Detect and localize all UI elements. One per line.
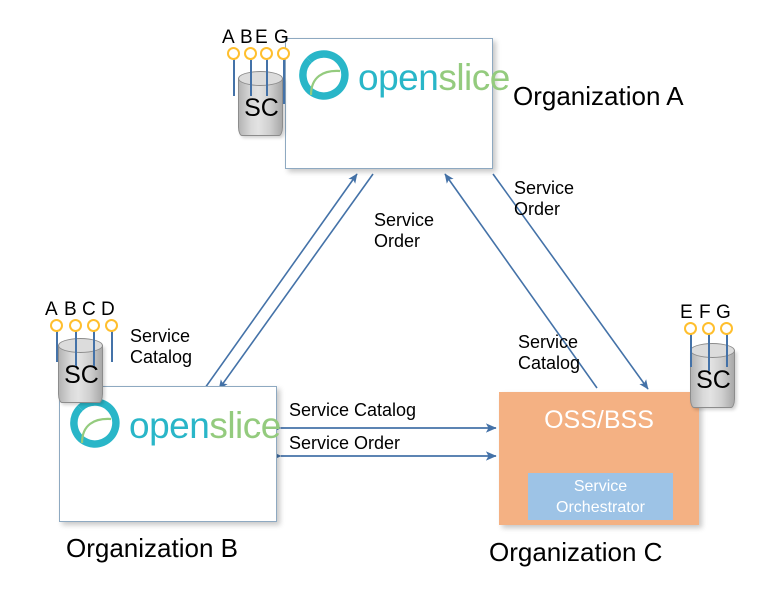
catalog-cylinder: SC [238,71,283,136]
spec-label-d: D [101,299,115,320]
openslice-word-slice: slice [209,405,281,446]
spec-label-e: E [255,27,268,48]
spec-label-b: B [240,27,253,48]
catalog-cylinder-label: SC [244,94,279,122]
spec-stem-g [283,52,285,104]
organization-c-label: Organization C [489,537,663,567]
connector-b-to-a-catalog [204,173,358,389]
cylinder-top-ellipse [58,338,103,353]
spec-label-f: F [699,302,711,323]
organization-a-label: Organization A [513,81,684,111]
spec-label-e: E [680,302,693,323]
org-b-catalog-caption-line1: Service [130,326,191,346]
spec-circle-a[interactable] [227,47,240,60]
spec-circle-g[interactable] [277,47,290,60]
spec-stem-a [233,52,235,96]
flow-label-line1: Service [514,178,575,198]
flow-label-bc-service-order: Service Order [289,433,401,453]
flow-label-bc-service-catalog: Service Catalog [289,400,417,420]
flow-label-line2: Order [514,199,561,219]
spec-stem-a [56,330,58,362]
spec-label-g: G [274,27,289,48]
openslice-wordmark: openslice [129,407,281,444]
openslice-mark-icon [299,50,349,105]
organization-b-box[interactable] [59,386,277,522]
openslice-wordmark: openslice [358,59,510,96]
openslice-logo-org-b: openslice [70,398,281,453]
openslice-mark-icon [70,398,120,453]
organization-b-label: Organization B [66,533,238,563]
spec-label-g: G [716,302,731,323]
oss-bss-label: OSS/BSS [544,406,654,434]
flow-label-c-catalog: Service Catalog [518,332,580,374]
org-b-catalog-caption: Service Catalog [130,326,192,368]
spec-stem-e [266,52,268,96]
spec-circle-f[interactable] [702,322,715,335]
openslice-word-slice: slice [438,57,510,98]
flow-label-b-to-a-service-order: Service Order [374,210,434,252]
spec-circle-e[interactable] [260,47,273,60]
spec-stem-e [690,333,692,367]
service-orchestrator-line2: Orchestrator [556,498,645,516]
spec-circle-d[interactable] [105,319,118,332]
spec-circle-b[interactable] [69,319,82,332]
cylinder-top-ellipse [690,343,735,358]
spec-circle-a[interactable] [50,319,63,332]
flow-label-line1: Service [374,210,435,230]
organization-a-box[interactable] [285,38,493,169]
flow-label-line1: Service [518,332,579,352]
openslice-logo-org-a: openslice [299,50,510,105]
service-orchestrator-line1: Service [573,477,628,495]
spec-label-a: A [222,27,235,48]
spec-label-b: B [64,299,77,320]
cylinder-top-ellipse [238,71,283,86]
flow-label-line2: Order [374,231,421,251]
org-b-catalog-caption-line2: Catalog [130,347,193,367]
catalog-cylinder: SC [58,338,103,403]
connector-a-to-b-order [218,173,374,390]
spec-stem-b [75,330,77,366]
spec-label-a: A [45,299,58,320]
spec-circle-b[interactable] [244,47,257,60]
catalog-cylinder-label: SC [696,366,731,394]
spec-stem-d [111,330,113,362]
catalog-cylinder-label: SC [64,361,99,389]
spec-stem-g [726,333,728,367]
spec-circle-c[interactable] [87,319,100,332]
openslice-word-open: open [129,405,210,446]
flow-label-line2: Catalog [518,353,581,373]
spec-stem-b [250,52,252,96]
catalog-cylinder: SC [690,343,735,408]
flow-label-c-to-a-service-order: Service Order [514,178,574,220]
spec-stem-c [93,330,95,366]
spec-circle-e[interactable] [684,322,697,335]
spec-circle-g[interactable] [720,322,733,335]
spec-stem-f [708,333,710,371]
spec-label-c: C [82,299,96,320]
openslice-word-open: open [358,57,439,98]
service-orchestrator-box[interactable]: Service Orchestrator [528,473,673,520]
